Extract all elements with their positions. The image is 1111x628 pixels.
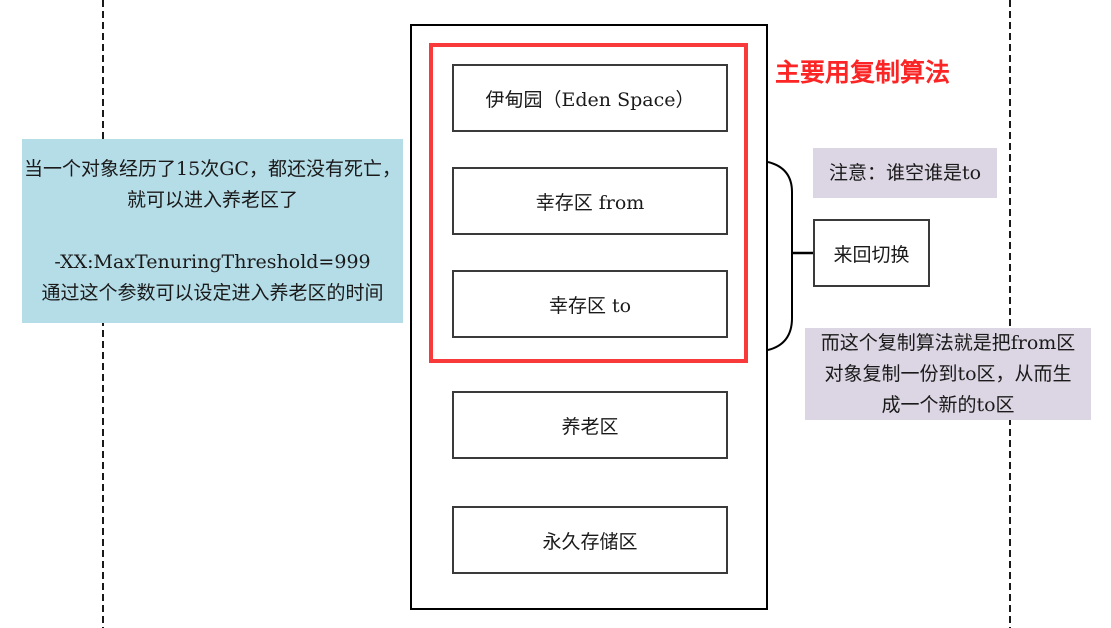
region-eden-space: 伊甸园（Eden Space）	[452, 64, 728, 132]
region-survivor-to: 幸存区 to	[452, 270, 728, 338]
region-eden-label: 伊甸园（Eden Space）	[485, 88, 695, 111]
tenuring-note-line: 通过这个参数可以设定进入养老区的时间	[41, 281, 384, 304]
who-empty-note-text: 注意：谁空谁是to	[828, 161, 982, 184]
region-survivor-from: 幸存区 from	[452, 167, 728, 235]
who-empty-note: 注意：谁空谁是to	[813, 148, 997, 198]
switch-box-label: 来回切换	[833, 243, 910, 266]
right-dashed-guide-line	[1009, 0, 1011, 628]
brace-connector	[767, 161, 813, 351]
copy-algo-note: 而这个复制算法就是把from区 对象复制一份到to区，从而生 成一个新的to区	[805, 328, 1091, 420]
copy-algorithm-title: 主要用复制算法	[775, 58, 951, 87]
tenuring-note-line	[22, 216, 403, 247]
region-perm-label: 永久存储区	[542, 530, 638, 553]
region-to-label: 幸存区 to	[548, 294, 632, 317]
region-old-generation: 养老区	[452, 391, 728, 459]
copy-algo-note-line: 对象复制一份到to区，从而生	[824, 362, 1072, 385]
switch-box: 来回切换	[813, 219, 930, 287]
copy-algo-note-line: 成一个新的to区	[881, 393, 1015, 416]
region-permanent: 永久存储区	[452, 506, 728, 574]
tenuring-note-line: 就可以进入养老区了	[126, 188, 298, 211]
tenuring-note: 当一个对象经历了15次GC，都还没有死亡， 就可以进入养老区了 -XX:MaxT…	[22, 139, 403, 323]
region-old-label: 养老区	[561, 415, 619, 438]
tenuring-note-line: -XX:MaxTenuringThreshold=999	[54, 250, 371, 273]
tenuring-note-line: 当一个对象经历了15次GC，都还没有死亡，	[24, 157, 401, 180]
copy-algo-note-line: 而这个复制算法就是把from区	[820, 331, 1076, 354]
brace-path	[767, 161, 793, 351]
region-from-label: 幸存区 from	[535, 191, 645, 214]
